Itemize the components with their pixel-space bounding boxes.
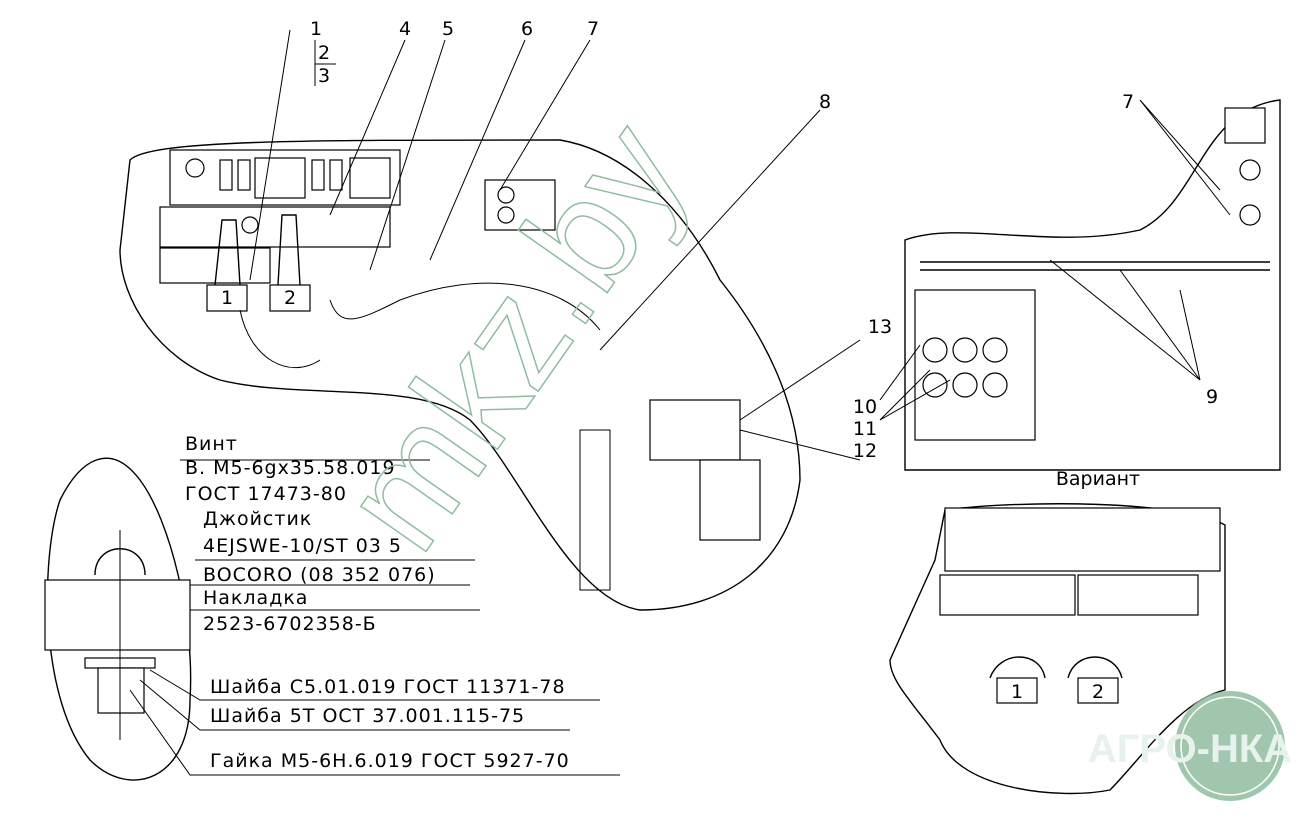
wiring-harness — [239, 282, 601, 369]
valve-body — [699, 459, 761, 541]
variant-joystick-boots — [989, 656, 1123, 679]
nut-spec: Гайка М5-6Н.6.019 ГОСТ 5927-70 — [210, 750, 570, 772]
valve-assembly — [649, 399, 741, 461]
switch-panel — [159, 206, 391, 248]
joystick-maker: BOCORO (08 352 076) — [203, 564, 436, 586]
panel-switches — [185, 157, 391, 234]
callout-13: 13 — [868, 316, 892, 338]
callout-7-right: 7 — [1122, 91, 1134, 113]
frame-post — [579, 429, 611, 591]
variant-joystick-2-label: 2 — [1092, 681, 1104, 703]
agronka-logo: АГРО-НКА — [1088, 691, 1292, 801]
logo-text: АГРО-НКА — [1088, 727, 1292, 771]
mount-plate — [44, 579, 191, 651]
screw-std: ГОСТ 17473-80 — [185, 483, 347, 505]
callout-12: 12 — [853, 440, 877, 462]
callout-5: 5 — [442, 18, 454, 40]
main-view-outline — [119, 139, 801, 611]
leader-lines — [129, 29, 861, 776]
connector-plate — [1224, 107, 1266, 144]
variant-title: Вариант — [1056, 468, 1140, 490]
overlay-name: Накладка — [203, 587, 308, 609]
hydraulic-distributor — [914, 289, 1036, 441]
joystick-2-base — [269, 284, 311, 312]
callout-2: 2 — [318, 42, 330, 64]
overlay-code: 2523-6702358-Б — [203, 613, 377, 635]
hydraulic-pipes — [920, 261, 1270, 271]
washer-2: Шайба 5Т ОСТ 37.001.115-75 — [210, 705, 525, 727]
callout-3: 3 — [318, 65, 330, 87]
variant-joystick-1-base — [996, 677, 1038, 704]
washer-1: Шайба С5.01.019 ГОСТ 11371-78 — [210, 676, 566, 698]
callout-7: 7 — [587, 18, 599, 40]
variant-switch-panel-left — [939, 574, 1076, 616]
variant-instrument-panel — [944, 507, 1221, 572]
callout-9: 9 — [1206, 386, 1218, 408]
variant-joystick-2-base — [1077, 677, 1119, 704]
nut — [97, 667, 145, 714]
joystick-2-label: 2 — [284, 287, 296, 309]
distributor-ports — [922, 337, 1008, 398]
callout-8: 8 — [819, 91, 831, 113]
detail-view-outline — [46, 457, 192, 781]
screw-name: Винт — [185, 433, 238, 455]
joystick-code: 4EJSWE-10/ST 03 5 — [203, 535, 402, 557]
joystick-name: Джойстик — [203, 508, 312, 530]
variant-view-outline — [889, 503, 1226, 795]
variant-switch-panel-right — [1077, 574, 1199, 616]
switch-block-7 — [484, 179, 556, 231]
joystick-1-label: 1 — [221, 287, 233, 309]
callout-4: 4 — [399, 18, 411, 40]
callout-1: 1 — [310, 18, 322, 40]
joystick-levers — [214, 214, 301, 286]
lower-panel — [159, 247, 271, 284]
joystick-1-base — [206, 284, 248, 312]
variant-joystick-1-label: 1 — [1011, 681, 1023, 703]
callout-10: 10 — [853, 396, 877, 418]
callout-11: 11 — [853, 418, 877, 440]
callout-6: 6 — [521, 18, 533, 40]
screw-code: В. М5-6gx35.58.019 — [185, 457, 396, 479]
